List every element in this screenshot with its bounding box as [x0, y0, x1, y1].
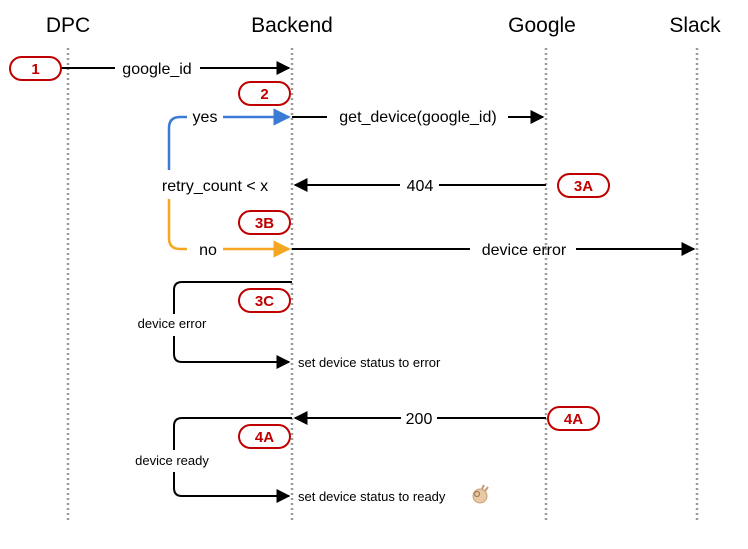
label-200: 200 — [406, 411, 433, 428]
label-google-id: google_id — [122, 61, 191, 78]
label-device-error: device error — [138, 316, 207, 331]
badge-3b-text: 3B — [255, 215, 274, 232]
label-set-status-ready: set device status to ready — [298, 489, 446, 504]
badge-3b — [238, 210, 291, 235]
loop-device-ready-top — [173, 417, 292, 450]
badge-2-text: 2 — [260, 86, 268, 103]
badge-1 — [9, 56, 62, 81]
loop-device-ready-bottom — [173, 472, 291, 503]
label-404: 404 — [407, 178, 434, 195]
retry-loop-yes-path — [167, 115, 187, 170]
retry-loop-no-path — [167, 199, 187, 251]
lane-title-google: Google — [508, 14, 576, 37]
label-get-device: get_device(google_id) — [339, 109, 496, 126]
badge-4a-backend — [238, 424, 291, 449]
loop-device-error-top — [173, 281, 292, 314]
badge-3a — [557, 173, 610, 198]
label-device-ready: device ready — [135, 453, 209, 468]
label-retry-condition: retry_count < x — [162, 178, 268, 195]
badge-1-text: 1 — [31, 61, 39, 78]
lane-title-slack: Slack — [669, 14, 721, 37]
badge-3c — [238, 288, 291, 313]
label-device-error-slack: device error — [482, 242, 567, 259]
lane-title-backend: Backend — [251, 14, 333, 37]
badge-3a-text: 3A — [574, 178, 593, 195]
badge-3c-text: 3C — [255, 293, 274, 310]
loop-device-error-bottom — [173, 336, 291, 369]
ok-hand-icon — [472, 484, 489, 504]
label-yes: yes — [193, 109, 218, 126]
label-no: no — [199, 242, 217, 259]
badge-4a-google-text: 4A — [564, 411, 583, 428]
lane-title-dpc: DPC — [46, 14, 90, 37]
badge-2 — [238, 81, 291, 106]
badge-4a-backend-text: 4A — [255, 429, 274, 446]
label-set-status-error: set device status to error — [298, 355, 441, 370]
badge-4a-google — [547, 406, 600, 431]
